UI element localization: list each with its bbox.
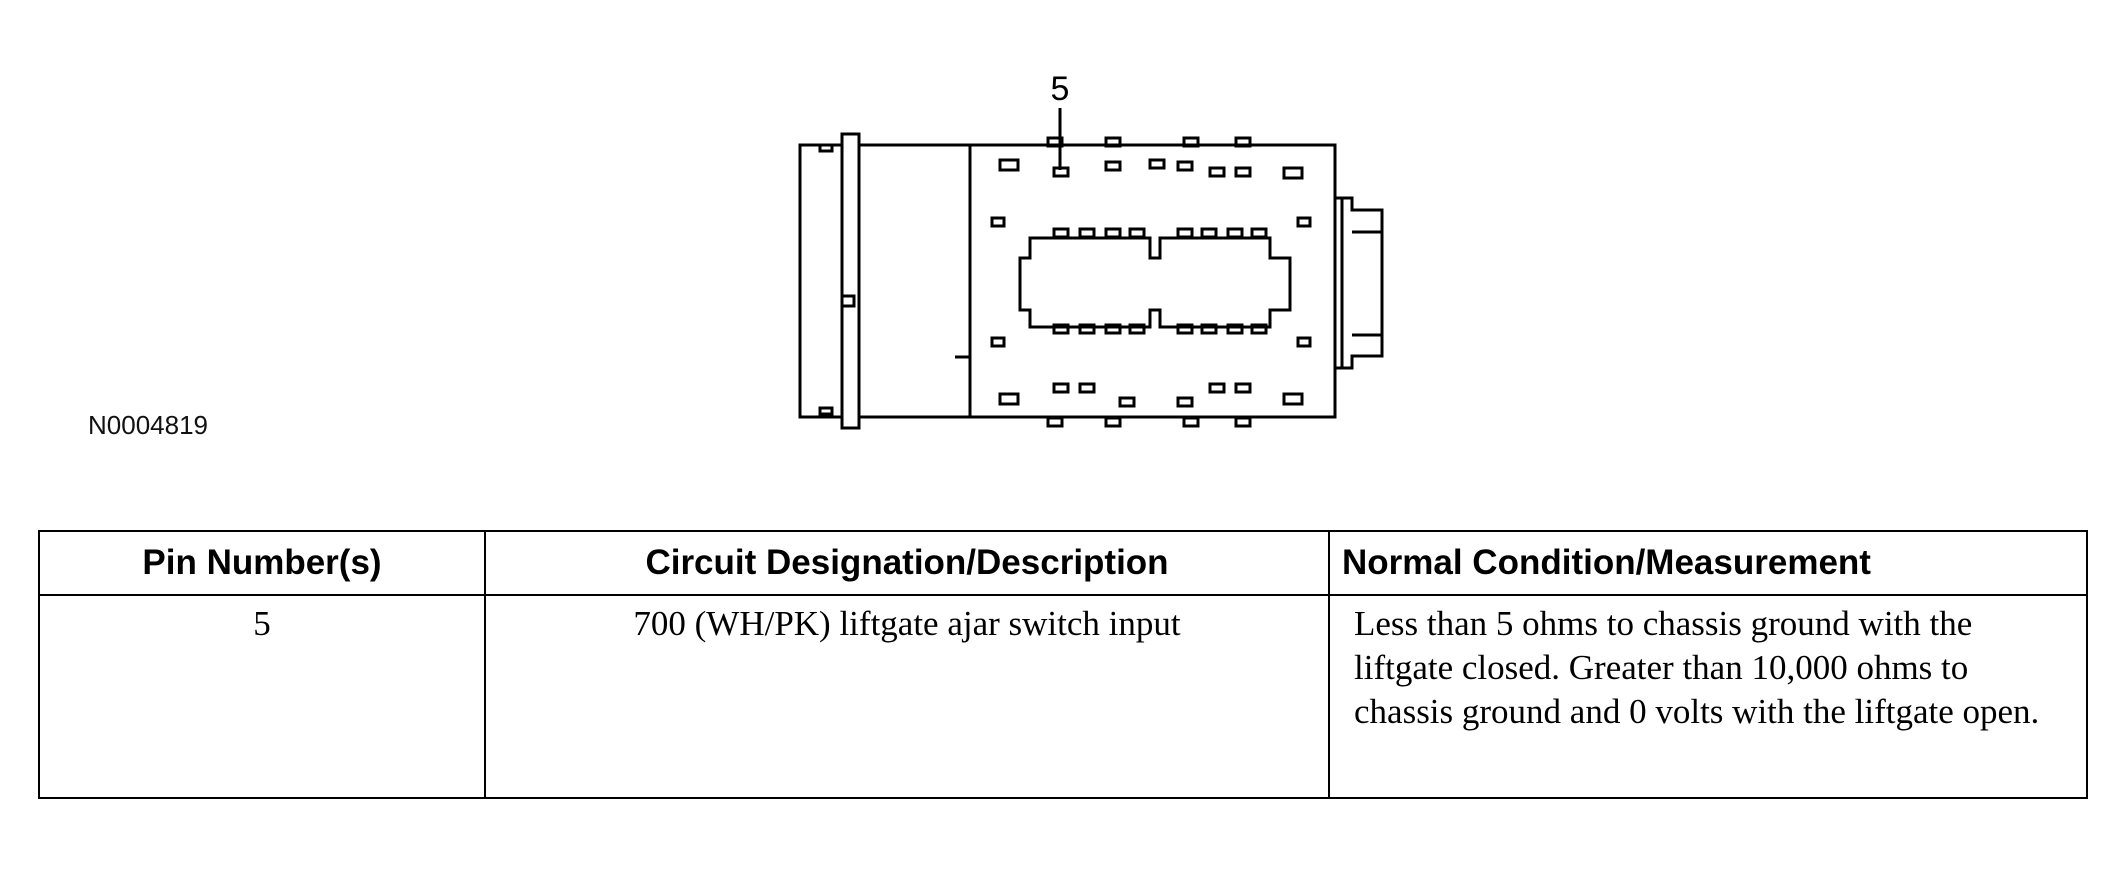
terminal-cavity: [1078, 323, 1096, 335]
terminal-cavity: [1226, 323, 1244, 335]
terminal-cavity: [1200, 323, 1218, 335]
connector-keyway: [1018, 236, 1292, 329]
terminal-cavity: [1052, 323, 1070, 335]
connector-rear-shell: [798, 143, 972, 419]
terminal-cavity: [1104, 227, 1122, 239]
terminal-cavity: [1200, 227, 1218, 239]
terminal-cavity: [1078, 382, 1096, 394]
terminal-cavity: [1052, 227, 1070, 239]
terminal-cavity: [1128, 323, 1146, 335]
terminal-cavity: [990, 336, 1006, 348]
header-pin-numbers: Pin Number(s): [38, 530, 486, 596]
terminal-cavity: [1282, 166, 1304, 180]
terminal-cavity: [1176, 323, 1194, 335]
terminal-cavity: [1296, 216, 1312, 228]
connector-latch: [1335, 196, 1384, 370]
terminal-cavity: [1176, 160, 1194, 172]
header-normal-condition: Normal Condition/Measurement: [1328, 530, 2088, 596]
terminal-cavity: [1046, 416, 1064, 428]
terminal-cavity: [1118, 396, 1136, 408]
terminal-cavity: [1078, 227, 1096, 239]
pin-table: Pin Number(s) Circuit Designation/Descri…: [38, 530, 2088, 799]
terminal-cavity: [1128, 227, 1146, 239]
terminal-cavity: [1148, 158, 1166, 170]
connector-face: [968, 143, 1337, 419]
terminal-cavity: [1234, 136, 1252, 148]
terminal-cavity: [1234, 166, 1252, 178]
terminal-cavity: [1104, 160, 1122, 172]
connector-flange: [840, 132, 861, 430]
table-header-row: Pin Number(s) Circuit Designation/Descri…: [38, 530, 2088, 596]
terminal-cavity: [1046, 136, 1064, 148]
pin-callout-label: 5: [1051, 70, 1070, 108]
cell-circuit: 700 (WH/PK) liftgate ajar switch input: [484, 594, 1330, 799]
table-row: 5 700 (WH/PK) liftgate ajar switch input…: [38, 594, 2088, 799]
terminal-cavity: [1176, 227, 1194, 239]
terminal-cavity: [990, 216, 1006, 228]
figure-id: N0004819: [88, 410, 208, 440]
cell-condition: Less than 5 ohms to chassis ground with …: [1328, 594, 2088, 799]
terminal-cavity: [1250, 323, 1268, 335]
terminal-cavity: [998, 158, 1020, 172]
terminal-cavity: [1104, 323, 1122, 335]
terminal-cavity: [1104, 136, 1122, 148]
terminal-cavity: [1234, 382, 1252, 394]
connector-diagram: 5: [798, 70, 1384, 430]
terminal-cavity: [998, 392, 1020, 406]
terminal-cavity: [1282, 392, 1304, 406]
terminal-cavity: [1208, 382, 1226, 394]
terminal-cavity: [1234, 416, 1252, 428]
terminal-cavity: [1176, 396, 1194, 408]
terminal-cavity: [1104, 416, 1122, 428]
terminal-cavity: [1182, 136, 1200, 148]
terminal-cavity: [1250, 227, 1268, 239]
header-circuit-description: Circuit Designation/Description: [484, 530, 1330, 596]
terminal-cavity: [1052, 382, 1070, 394]
cell-pin-number: 5: [38, 594, 486, 799]
terminal-cavity: [1182, 416, 1200, 428]
terminal-cavity: [1226, 227, 1244, 239]
terminal-cavity: [1208, 166, 1226, 178]
terminal-cavity: [1296, 336, 1312, 348]
